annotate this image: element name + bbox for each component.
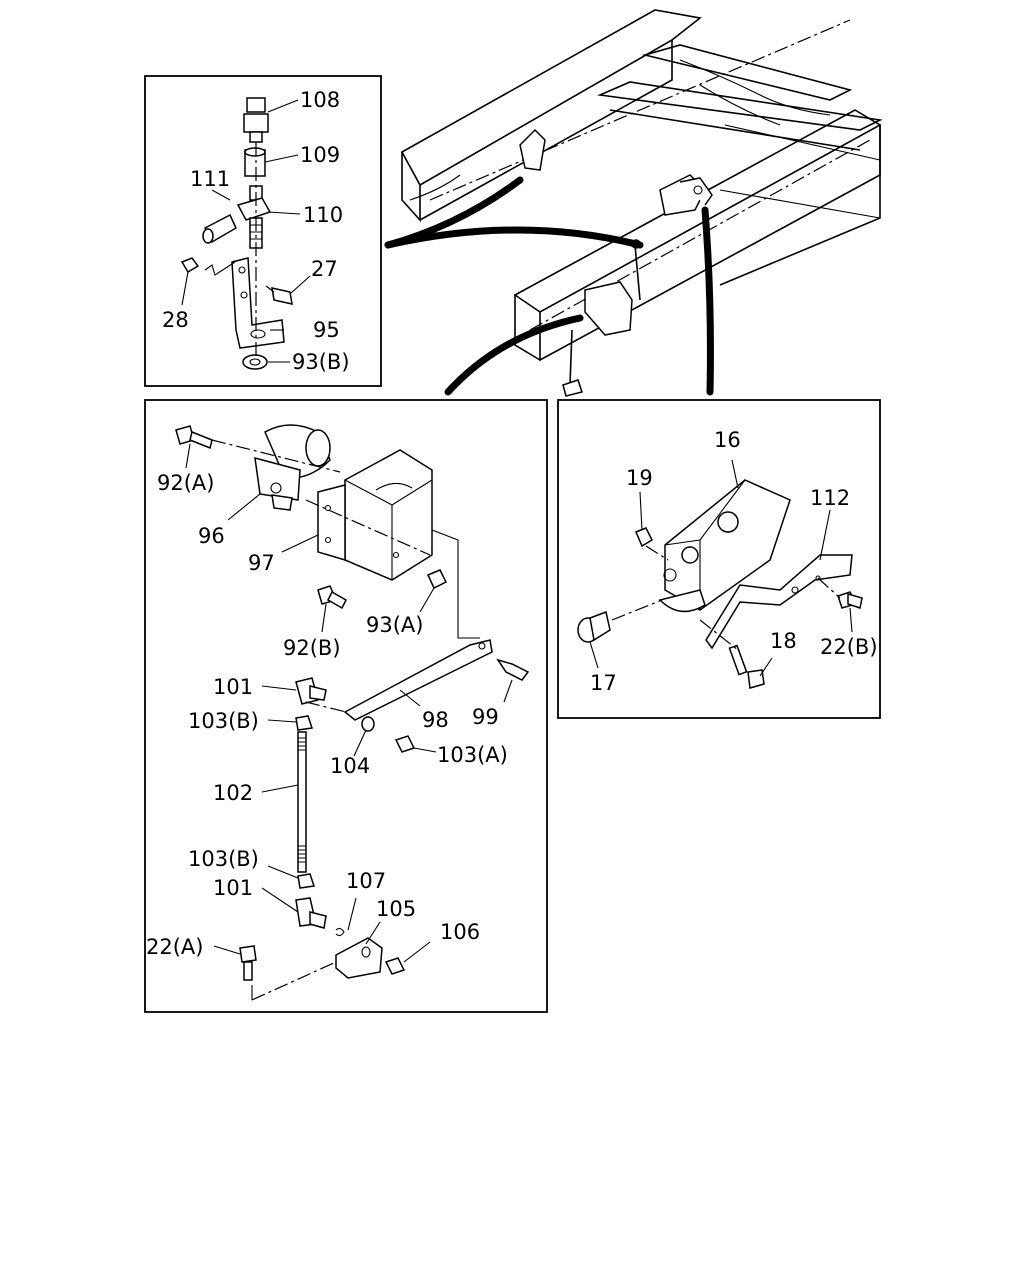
part-93b-nut	[242, 354, 268, 370]
callout-22b: 22(B)	[820, 635, 878, 659]
part-108-plug	[243, 97, 269, 143]
part-18-bolt	[728, 644, 765, 689]
callout-28: 28	[162, 308, 189, 332]
panel-leveling-valve	[144, 399, 548, 1013]
callout-17: 17	[590, 671, 617, 695]
valve-assembly	[175, 424, 530, 1001]
callout-107: 107	[346, 869, 386, 893]
callout-labels: 108 109 111 110 27 28 95 93(B) 92(A) 96 …	[146, 88, 878, 959]
part-104-washer	[361, 716, 375, 732]
callout-19: 19	[626, 466, 653, 490]
part-101-lower-joint	[295, 897, 327, 929]
callout-22a: 22(A)	[146, 935, 203, 959]
callout-110: 110	[303, 203, 343, 227]
leaders-panel3	[589, 459, 853, 677]
part-98-lever	[343, 639, 493, 721]
callout-111: 111	[190, 167, 230, 191]
leaders-panel1	[181, 99, 311, 363]
part-112-bracket	[705, 554, 853, 650]
callout-103b-lower: 103(B)	[188, 847, 259, 871]
part-103b-upper-nut	[295, 715, 313, 731]
part-111-connector	[202, 213, 237, 244]
part-99-bolt	[496, 658, 530, 681]
callout-98: 98	[422, 708, 449, 732]
part-97-cover	[317, 449, 433, 581]
fittings-group	[180, 97, 293, 370]
leaders-panel2	[185, 443, 513, 963]
part-93a-nut	[426, 569, 448, 590]
mount-assembly	[577, 479, 863, 689]
part-17-fitting	[577, 610, 611, 643]
part-22a-bolt	[239, 945, 257, 981]
part-92b-bolt	[317, 585, 347, 610]
callout-112: 112	[810, 486, 850, 510]
part-101-upper-joint	[295, 677, 327, 705]
callout-92b: 92(B)	[283, 636, 341, 660]
callout-104: 104	[330, 754, 370, 778]
part-16-valve	[658, 479, 791, 613]
callout-105: 105	[376, 897, 416, 921]
callout-18: 18	[770, 629, 797, 653]
part-103b-lower-nut	[297, 873, 315, 889]
callout-103b-upper: 103(B)	[188, 709, 259, 733]
callout-93a: 93(A)	[366, 613, 423, 637]
part-95-bracket	[231, 257, 285, 349]
callout-102: 102	[213, 781, 253, 805]
callout-99: 99	[472, 705, 499, 729]
callout-106: 106	[440, 920, 480, 944]
part-19-nut	[635, 527, 653, 548]
part-105-bracket	[335, 937, 383, 979]
part-22b-bolt	[837, 591, 863, 609]
chassis-frame	[400, 9, 883, 397]
part-28-nut	[180, 257, 200, 274]
callout-97: 97	[248, 551, 275, 575]
part-107-clip	[335, 927, 345, 937]
callout-101-lower: 101	[213, 876, 253, 900]
panel-valve-fittings	[144, 75, 382, 387]
callout-109: 109	[300, 143, 340, 167]
callout-96: 96	[198, 524, 225, 548]
panel-valve-mount	[557, 399, 881, 719]
part-27-bolt	[265, 285, 293, 305]
leader-curves	[384, 176, 714, 396]
part-92a-bolt	[175, 425, 213, 450]
part-103a-nut	[394, 735, 416, 753]
callout-93b: 93(B)	[292, 350, 350, 374]
callout-101-upper: 101	[213, 675, 253, 699]
part-109-sleeve	[244, 147, 266, 177]
part-110-tee	[236, 185, 272, 249]
part-106-nut	[384, 957, 406, 975]
callout-95: 95	[313, 318, 340, 342]
part-102-rod	[297, 731, 307, 873]
callout-108: 108	[300, 88, 340, 112]
callout-16: 16	[714, 428, 741, 452]
callout-27: 27	[311, 257, 338, 281]
callout-92a: 92(A)	[157, 471, 214, 495]
callout-103a: 103(A)	[437, 743, 508, 767]
